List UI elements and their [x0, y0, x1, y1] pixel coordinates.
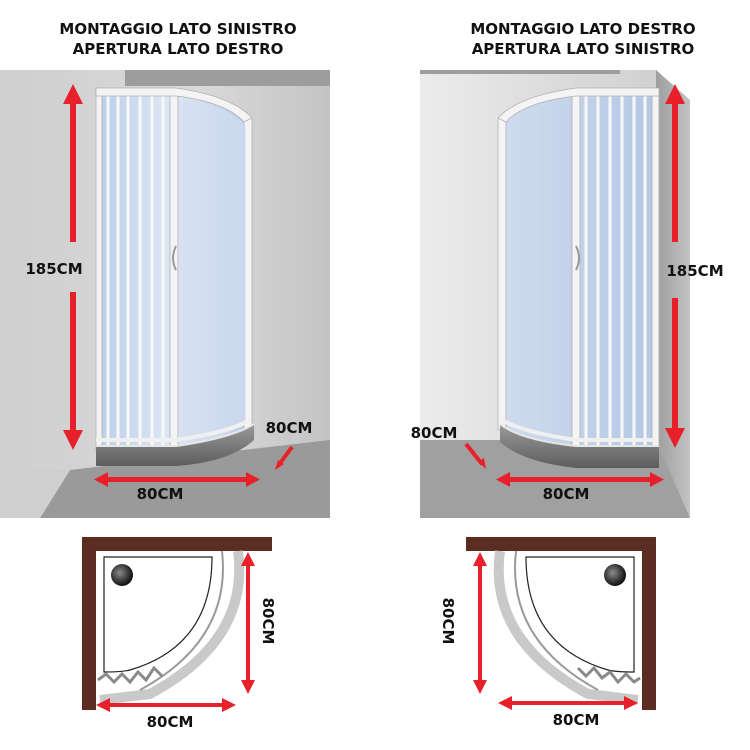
right-plan-folding-door	[576, 665, 641, 685]
left-plan-folding-door	[97, 665, 164, 685]
right-width-label: 80CM	[543, 485, 590, 503]
left-width-arrow	[94, 472, 260, 487]
left-plan-drain-icon	[111, 564, 133, 586]
right-plan-drain-icon	[604, 564, 626, 586]
right-plan-wall-right	[642, 537, 656, 710]
left-folding-door-lines	[106, 92, 165, 448]
left-door-handle-icon	[172, 245, 177, 271]
left-title-line1: MONTAGGIO LATO SINISTRO	[59, 20, 296, 38]
left-plan-side-arrow	[241, 552, 255, 694]
left-plan-bottom-arrow	[96, 698, 236, 712]
right-plan-tray	[525, 556, 635, 673]
left-plan-view	[82, 537, 272, 710]
left-plan-bottom-label: 80CM	[147, 713, 194, 731]
right-plan-bottom-arrow	[498, 696, 638, 710]
left-plan-wall-left	[82, 537, 96, 710]
left-title-line2: APERTURA LATO DESTRO	[73, 40, 284, 58]
right-plan-view	[466, 537, 656, 710]
left-depth-arrow	[275, 445, 294, 470]
right-plan-wall-top	[466, 537, 656, 551]
right-depth-label: 80CM	[411, 424, 458, 442]
left-shower-tray	[96, 424, 254, 466]
right-depth-arrow	[464, 442, 486, 469]
left-width-label: 80CM	[137, 485, 184, 503]
right-title-line2: APERTURA LATO SINISTRO	[472, 40, 695, 58]
left-plan-side-label: 80CM	[259, 598, 277, 645]
right-plan-side-label: 80CM	[439, 598, 457, 645]
right-height-arrow	[665, 84, 685, 448]
right-door-handle-icon	[575, 245, 580, 271]
left-depth-label: 80CM	[266, 419, 313, 437]
right-title-line1: MONTAGGIO LATO DESTRO	[470, 20, 695, 38]
right-plan-side-arrow	[473, 552, 487, 694]
left-plan-wall-top	[82, 537, 272, 551]
left-height-label: 185CM	[25, 260, 82, 278]
left-height-arrow	[63, 84, 83, 450]
right-height-label: 185CM	[666, 262, 723, 280]
right-width-arrow	[496, 472, 664, 487]
right-plan-bottom-label: 80CM	[553, 711, 600, 729]
left-3d-view	[0, 70, 330, 518]
right-3d-view	[420, 70, 750, 518]
right-folding-door-lines	[584, 94, 647, 448]
left-plan-tray	[103, 556, 213, 673]
